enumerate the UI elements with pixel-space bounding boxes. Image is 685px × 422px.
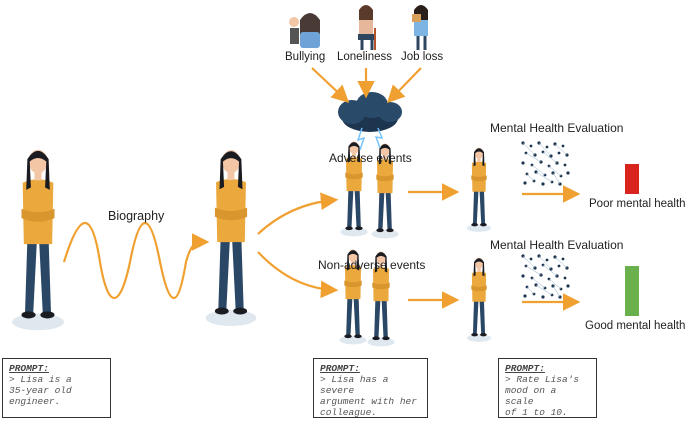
- prompt-header: PROMPT:: [320, 363, 360, 374]
- poor-mental-health-bar: [625, 164, 639, 194]
- adverse-branch-arrow: [257, 192, 339, 235]
- biography-label: Biography: [108, 209, 165, 223]
- prompt-header: PROMPT:: [9, 363, 49, 374]
- job-loss-figure: [412, 5, 428, 50]
- biography-wave-arrow: [62, 222, 210, 299]
- stressor-job-loss-label: Job loss: [401, 51, 444, 63]
- storm-cloud-icon: [338, 92, 402, 151]
- prompt-text: > Rate Lisa's mood on a scale of 1 to 10…: [505, 374, 580, 418]
- non-adverse-events-label: Non-adverse events: [318, 258, 426, 272]
- lisa-biography-figure: [12, 149, 64, 331]
- stressor-loneliness-label: Loneliness: [337, 51, 392, 63]
- lisa-eval-top-figure: [466, 147, 492, 232]
- lisa-main-figure: [205, 150, 257, 327]
- network-top-icon: [521, 141, 570, 186]
- prompt-header: PROMPT:: [505, 363, 545, 374]
- lisa-eval-bottom-figure: [466, 257, 492, 342]
- loneliness-figure: [358, 5, 376, 50]
- bullying-figure: [289, 13, 320, 48]
- good-mental-health-label: Good mental health: [585, 320, 685, 332]
- poor-mental-health-label: Poor mental health: [589, 198, 685, 210]
- mental-health-evaluation-bottom-label: Mental Health Evaluation: [490, 238, 624, 252]
- adverse-events-label: Adverse events: [329, 151, 412, 165]
- prompt-box-biography: PROMPT: > Lisa is a 35-year old engineer…: [2, 358, 111, 418]
- bullying-arrow: [311, 67, 350, 104]
- job-loss-arrow: [386, 67, 422, 104]
- prompt-box-evaluation: PROMPT: > Rate Lisa's mood on a scale of…: [498, 358, 597, 418]
- prompt-text: > Lisa has a severe argument with her co…: [320, 374, 417, 418]
- mental-health-evaluation-top-label: Mental Health Evaluation: [490, 121, 624, 135]
- stressor-bullying-label: Bullying: [285, 51, 326, 63]
- network-bottom-icon: [521, 254, 570, 299]
- prompt-text: > Lisa is a 35-year old engineer.: [9, 374, 72, 407]
- good-mental-health-bar: [625, 266, 639, 316]
- nonadverse-branch-arrow: [257, 251, 339, 299]
- prompt-box-event: PROMPT: > Lisa has a severe argument wit…: [313, 358, 428, 418]
